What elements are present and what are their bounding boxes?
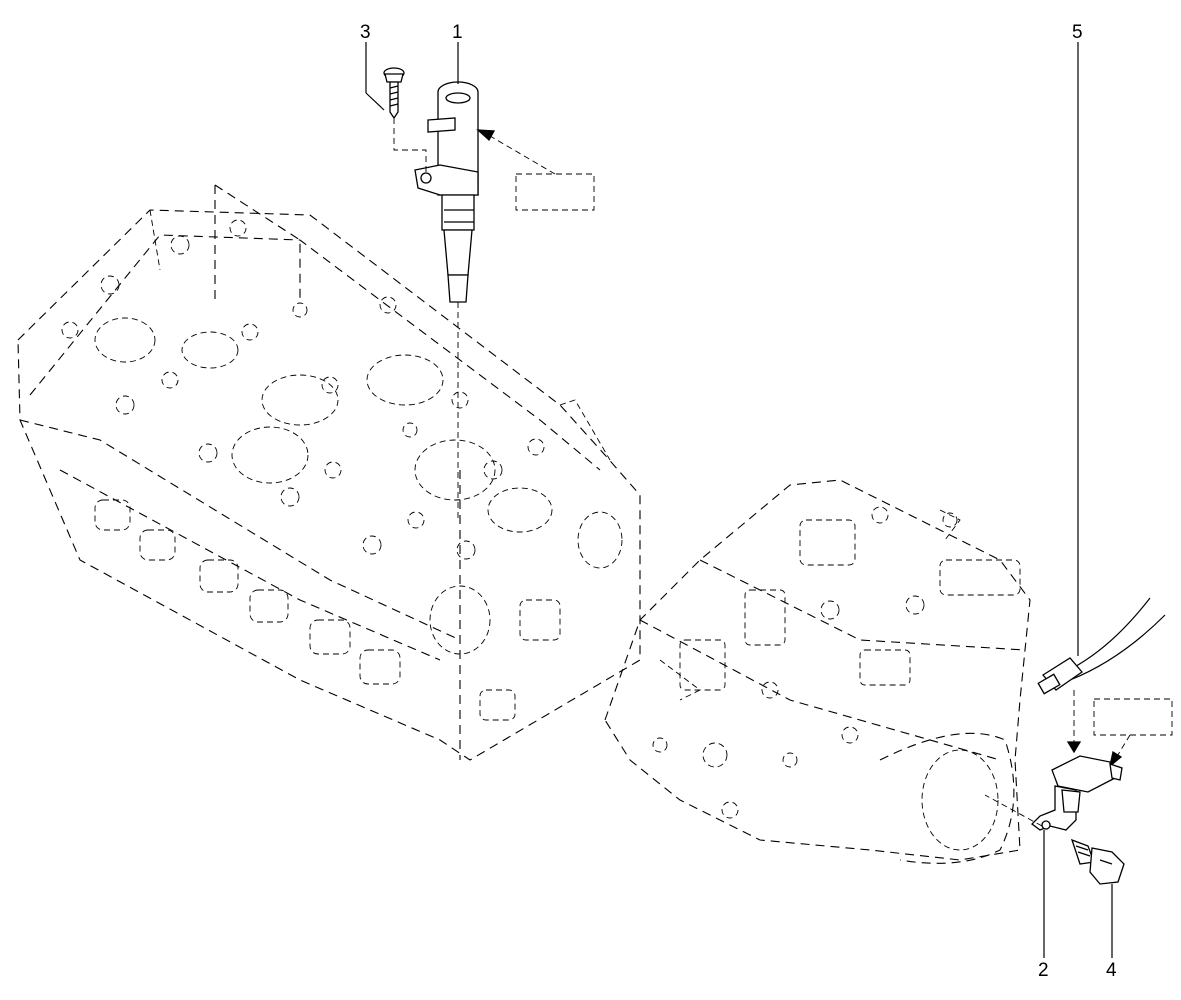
bolt-icon [1070, 838, 1125, 885]
crankshaft-sensor-icon [1031, 755, 1123, 831]
cylinder-head-outline [17, 184, 641, 761]
leader-lines [365, 42, 1113, 958]
callout-4: 4 [1106, 960, 1117, 981]
sensor-bolt [1070, 838, 1125, 885]
reference-box-sensor [1093, 698, 1173, 736]
callouts: 1 2 3 4 5 [360, 22, 1117, 981]
callout-2: 2 [1038, 960, 1049, 981]
callout-1: 1 [452, 22, 463, 43]
reference-box [515, 173, 595, 211]
sensor-connector [1037, 597, 1166, 695]
coil-screw [383, 67, 427, 175]
callout-5: 5 [1072, 22, 1083, 43]
ignition-coil [414, 81, 595, 520]
callout-3: 3 [360, 22, 371, 43]
screw-icon [383, 67, 405, 120]
gearbox-housing-outline [604, 479, 1031, 864]
ignition-coil-icon [414, 81, 479, 303]
crankshaft-sensor [984, 690, 1173, 831]
